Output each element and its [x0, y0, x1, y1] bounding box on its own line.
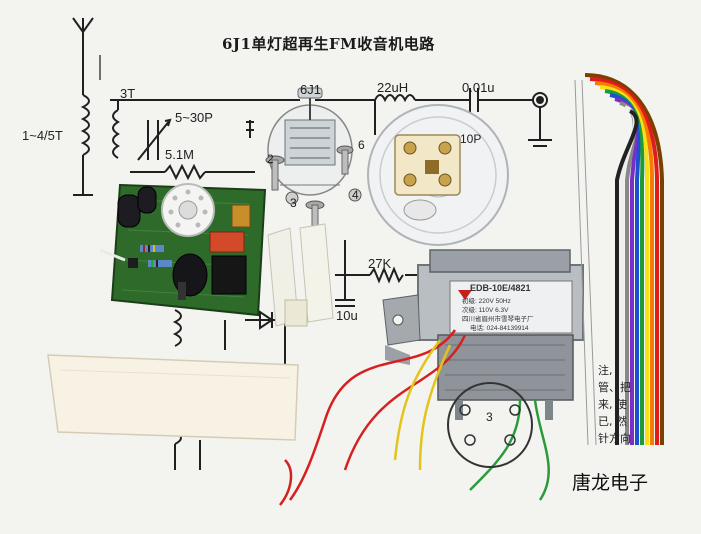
note-line: 针方向	[598, 432, 631, 445]
label-pin-2: 2	[267, 152, 274, 166]
label-output-cap: 0.01u	[462, 80, 495, 95]
label-pin-4: 4	[352, 188, 359, 202]
label-transformer-turns: 3T	[120, 86, 136, 101]
guide-lines	[574, 79, 597, 446]
label-cap-bottom: 10u	[336, 308, 358, 323]
note-line: 注,	[598, 364, 613, 377]
note-line: 管、把	[598, 381, 631, 394]
label-coil-turns: 1~4/5T	[22, 128, 63, 143]
note-line: 来, 使	[598, 398, 627, 411]
vacuum-tube-6j1	[267, 87, 353, 196]
ribbon-cable	[584, 73, 664, 445]
label-tuning-cap: 10P	[460, 132, 482, 146]
side-note: 注, 管、把 来, 使 已, 然 针方向	[598, 362, 631, 447]
label-resistor-load: 27K	[368, 256, 392, 271]
socket-diagram	[447, 382, 533, 468]
label-resistor-grid: 5.1M	[165, 147, 194, 162]
label-pin-3: 3	[290, 196, 297, 210]
transformer-line-3: 四川省眉州市雪琴电子厂	[462, 316, 534, 323]
label-choke: 22uH	[377, 80, 409, 95]
white-block	[47, 354, 299, 441]
transformer-line-1: 初级: 220V 50Hz	[462, 298, 511, 305]
pcb-board	[99, 183, 267, 317]
page-title: 6J1单灯超再生FM收音机电路	[222, 35, 435, 53]
transformer-wires	[279, 329, 550, 506]
transformer-line-2: 次级: 110V 6.3V	[462, 307, 509, 314]
tuning-capacitor	[367, 104, 509, 246]
label-trimmer: 5~30P	[175, 110, 213, 125]
mounting-screws	[265, 145, 362, 232]
plastic-standoffs	[267, 223, 334, 327]
power-transformer	[382, 249, 584, 420]
label-pin-6: 6	[358, 138, 365, 152]
transformer-line-4: 电话: 024-84139914	[470, 325, 529, 332]
label-socket-pin: 3	[486, 410, 493, 424]
note-line: 已, 然	[598, 415, 627, 428]
transformer-model: EDB-10E/4821	[470, 283, 531, 293]
brand-watermark: 唐龙电子	[572, 472, 649, 494]
label-tube: 6J1	[300, 82, 321, 97]
